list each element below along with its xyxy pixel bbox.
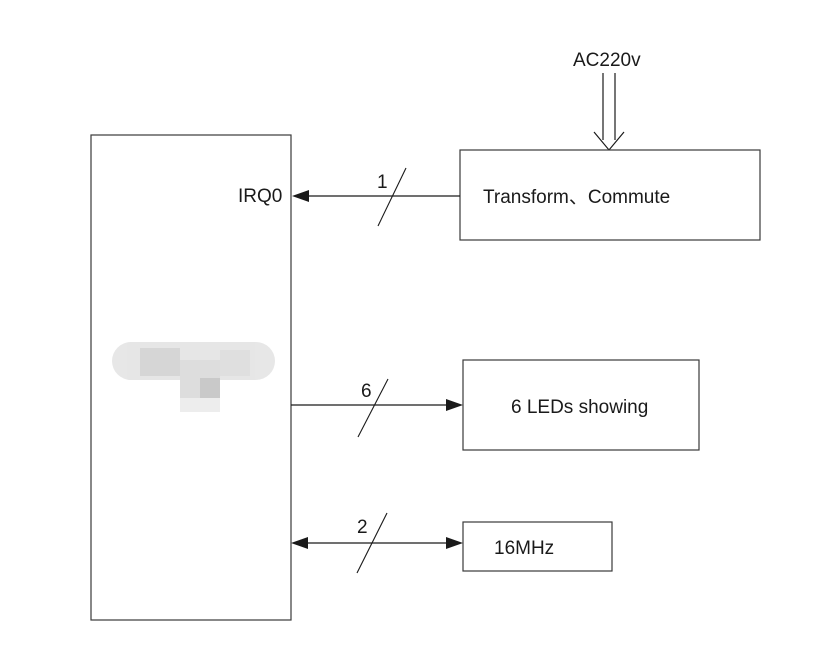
redacted-chip-label: [112, 342, 275, 412]
clock-bus: 2: [291, 512, 463, 574]
led-bus-width: 6: [361, 381, 372, 402]
power-input-arrow: [593, 73, 625, 151]
transform-commute-label: Transform、Commute: [483, 187, 670, 208]
led-display-block: [462, 359, 700, 451]
clock-block: [462, 521, 613, 572]
irq0-pin-label: IRQ0: [238, 186, 282, 207]
led-bus: 6: [291, 378, 463, 438]
irq-bus: 1: [292, 167, 460, 227]
clock-label: 16MHz: [494, 538, 554, 559]
clock-bus-width: 2: [357, 517, 368, 538]
power-label: AC220v: [573, 50, 641, 71]
led-display-label: 6 LEDs showing: [511, 397, 648, 418]
transform-commute-block: [459, 149, 761, 241]
irq-bus-width: 1: [377, 172, 388, 193]
